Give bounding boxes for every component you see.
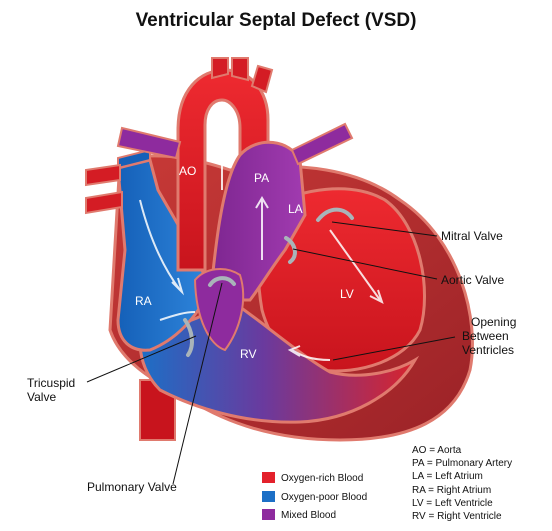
legend-label: Oxygen-poor Blood bbox=[281, 492, 368, 503]
abbr-la: LA = Left Atrium bbox=[412, 471, 483, 483]
label-la: LA bbox=[288, 202, 303, 216]
callout-leaders bbox=[86, 221, 456, 485]
legend-item-oxygen-poor: Oxygen-poor Blood bbox=[262, 491, 367, 505]
tricuspid-line-1: Tricuspid bbox=[27, 376, 76, 390]
legend-swatch bbox=[262, 509, 275, 520]
abbr-ao: AO = Aorta bbox=[412, 445, 462, 456]
left-ventricle-chamber bbox=[256, 187, 426, 373]
label-pa: PA bbox=[254, 171, 269, 185]
mitral-valve-leaflets bbox=[316, 207, 354, 222]
mitral-valve-label: Mitral Valve bbox=[441, 229, 503, 243]
legend-label: Oxygen-rich Blood bbox=[281, 473, 364, 484]
label-ra: RA bbox=[135, 294, 152, 308]
abbr-lv: LV = Left Ventricle bbox=[412, 497, 493, 509]
blood-flow-arrows bbox=[139, 130, 384, 361]
abbreviation-key: AO = Aorta PA = Pulmonary Artery LA = Le… bbox=[412, 444, 512, 523]
label-ao: AO bbox=[179, 164, 196, 178]
opening-between-ventricles-label: Opening Between Ventricles bbox=[462, 315, 516, 357]
legend-item-oxygen-rich: Oxygen-rich Blood bbox=[262, 472, 363, 486]
septal-defect-mixing bbox=[193, 268, 245, 352]
label-lv: LV bbox=[340, 287, 354, 301]
opening-line-1: Opening bbox=[471, 315, 517, 329]
opening-line-3: Ventricles bbox=[462, 343, 515, 357]
abbr-pa: PA = Pulmonary Artery bbox=[412, 458, 513, 470]
legend-label: Mixed Blood bbox=[281, 510, 337, 521]
pulmonary-veins-left bbox=[85, 163, 123, 215]
pulmonary-valve-leaflets bbox=[208, 276, 236, 287]
tricuspid-valve-label: Tricuspid Valve bbox=[27, 376, 75, 404]
legend-item-mixed: Mixed Blood bbox=[262, 509, 336, 523]
opening-line-2: Between bbox=[462, 329, 509, 343]
aortic-valve-leaflets bbox=[284, 236, 297, 264]
pulmonary-artery bbox=[208, 140, 307, 302]
abbr-rv: RV = Right Ventricle bbox=[412, 510, 502, 522]
abbr-ra: RA = Right Atrium bbox=[412, 484, 492, 496]
legend-swatch bbox=[262, 491, 275, 502]
pulmonary-valve-label: Pulmonary Valve bbox=[87, 480, 177, 494]
diagram-title: Ventricular Septal Defect (VSD) bbox=[135, 10, 417, 31]
legend-swatch bbox=[262, 472, 275, 483]
aortic-branches bbox=[211, 57, 274, 94]
label-rv: RV bbox=[240, 347, 256, 361]
tricuspid-line-2: Valve bbox=[27, 390, 57, 404]
pulmonary-artery-branches bbox=[116, 122, 354, 166]
aortic-valve-label: Aortic Valve bbox=[441, 273, 505, 287]
